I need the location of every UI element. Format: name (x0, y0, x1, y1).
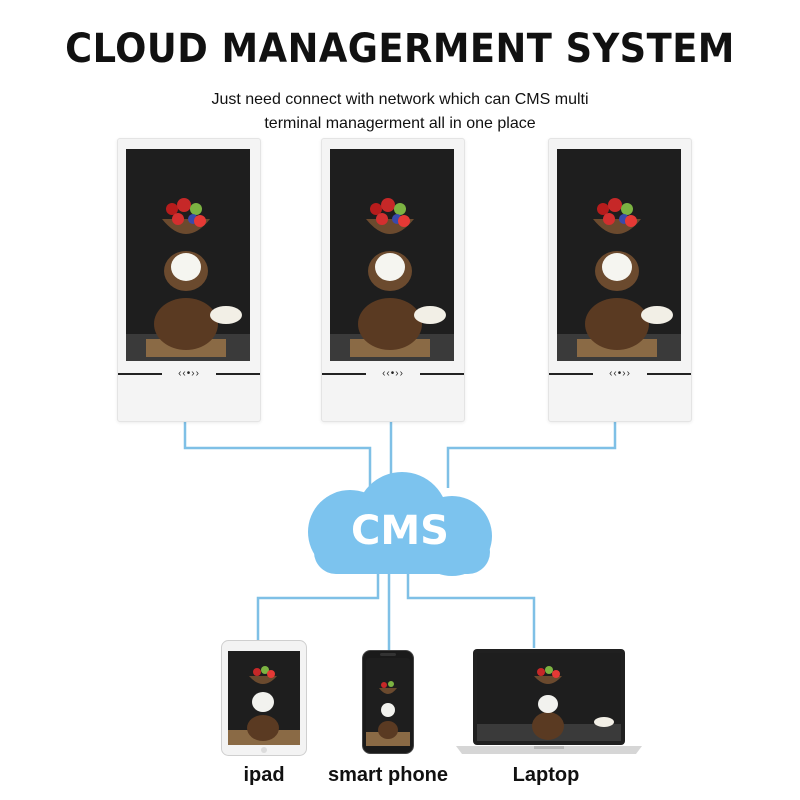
kiosk-indicator: ‹‹•›› (366, 368, 420, 380)
kiosk-indicator: ‹‹•›› (162, 368, 216, 380)
laptop-icon (456, 649, 642, 754)
device-label-smart-phone: smart phone (327, 764, 449, 786)
kiosk-screen (126, 149, 250, 361)
device-label-laptop: Laptop (512, 764, 580, 786)
cloud-label: CMS (351, 508, 449, 554)
fruit-image (557, 149, 681, 361)
smartphone-icon (362, 650, 414, 754)
kiosk-indicator: ‹‹•›› (593, 368, 647, 380)
subtitle-line-2: terminal managerment all in one place (264, 115, 536, 132)
subtitle-line-1: Just need connect with network which can… (211, 91, 589, 108)
fruit-image (126, 149, 250, 361)
kiosk-display-3: ‹‹•›› (548, 138, 692, 422)
cloud-icon (308, 472, 492, 576)
kiosk-screen (557, 149, 681, 361)
device-label-ipad: ipad (243, 764, 285, 786)
page-subtitle: Just need connect with network which can… (150, 88, 650, 136)
kiosk-display-1: ‹‹•›› (117, 138, 261, 422)
kiosk-screen (330, 149, 454, 361)
tablet-icon (221, 640, 307, 756)
kiosk-display-2: ‹‹•›› (321, 138, 465, 422)
fruit-image (330, 149, 454, 361)
page-title: CLOUD MANAGERMENT SYSTEM (65, 26, 735, 72)
